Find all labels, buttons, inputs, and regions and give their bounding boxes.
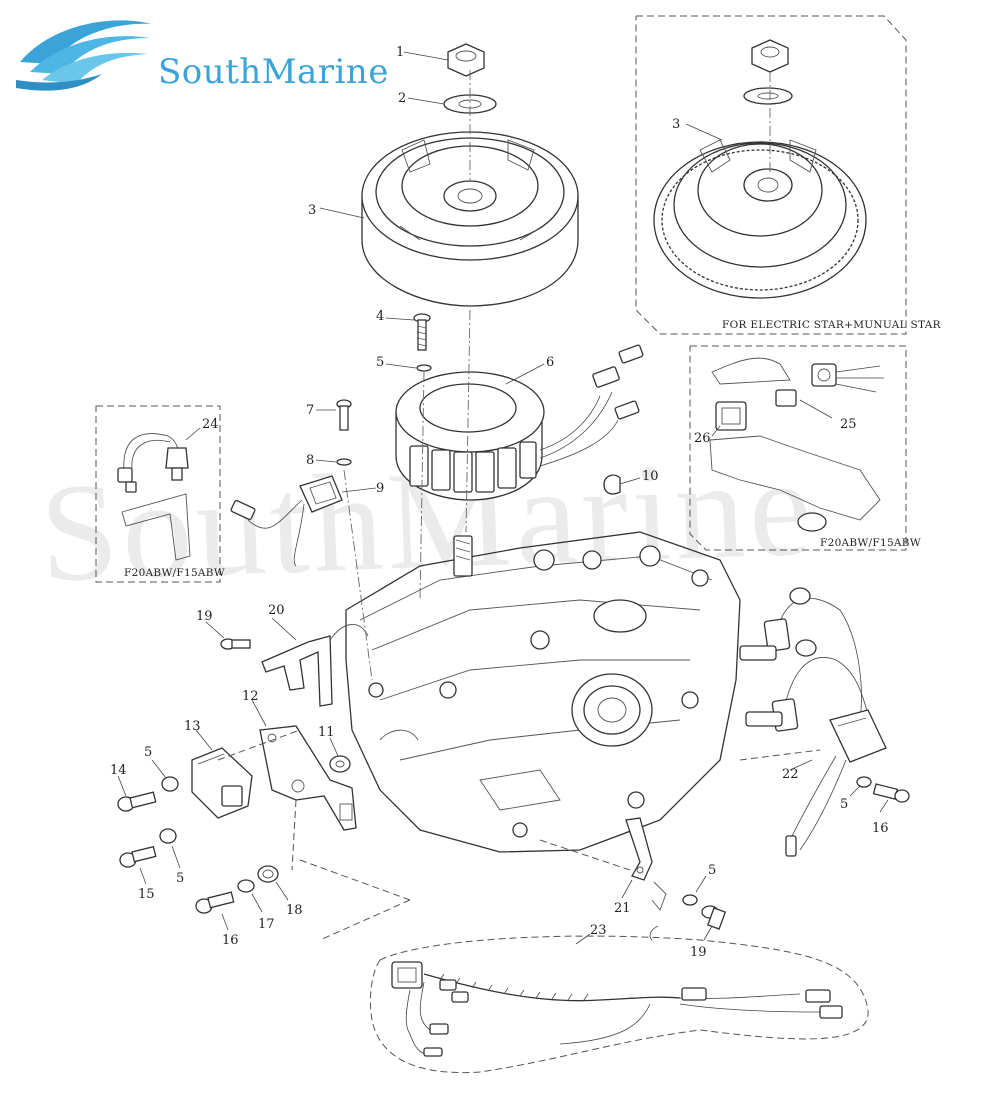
label-5e: 5 xyxy=(708,863,716,878)
washer-5e xyxy=(682,894,698,906)
inset-electric-start: 3 FOR ELECTRIC STAR+MUNUAL STAR xyxy=(635,15,942,335)
spark-plug-cap-2 xyxy=(745,698,799,732)
thermo-switch-24 xyxy=(117,433,189,493)
brand-logo: SouthMarine xyxy=(12,14,432,94)
washer-5d xyxy=(856,776,872,788)
label-6: 6 xyxy=(546,355,554,370)
label-3-inset: 3 xyxy=(672,117,680,132)
inset-flywheel-ring-gear xyxy=(653,139,867,299)
bolt-16-right xyxy=(872,783,910,803)
bracket-20 xyxy=(261,635,333,707)
key-10 xyxy=(603,474,621,495)
key-switch xyxy=(811,363,884,393)
label-15: 15 xyxy=(138,887,155,902)
brand-name: SouthMarine xyxy=(158,52,389,92)
label-11: 11 xyxy=(318,725,335,740)
label-24: 24 xyxy=(202,417,219,432)
caption-model-left: F20ABW/F15ABW xyxy=(124,567,225,579)
inset-switch-harness: 25 26 F20ABW/F15ABW xyxy=(689,345,921,551)
wiring-harness-23 xyxy=(369,935,869,1074)
label-5b: 5 xyxy=(144,745,152,760)
bolt-16-left xyxy=(195,891,235,914)
washer-17 xyxy=(237,879,255,893)
label-21: 21 xyxy=(614,901,631,916)
engine-block xyxy=(329,531,741,853)
washer-5c xyxy=(159,828,177,844)
label-25: 25 xyxy=(840,417,857,432)
label-4: 4 xyxy=(376,309,384,324)
oil-filter-cap xyxy=(571,673,653,747)
label-16b: 16 xyxy=(872,821,889,836)
bolt-14 xyxy=(117,791,157,812)
switch-plug xyxy=(775,389,797,407)
label-19b: 19 xyxy=(690,945,707,960)
label-17: 17 xyxy=(258,917,275,932)
nut-1 xyxy=(447,43,485,77)
bolt-19-top xyxy=(220,638,251,650)
mounting-plate-12 xyxy=(259,725,357,831)
harness-connector xyxy=(391,961,423,989)
bolt-11 xyxy=(329,755,351,773)
stator-6 xyxy=(395,344,644,501)
label-20: 20 xyxy=(268,603,285,618)
label-3: 3 xyxy=(308,203,316,218)
inset-nut xyxy=(751,39,789,73)
label-2: 2 xyxy=(398,91,406,106)
cdi-unit-13 xyxy=(191,747,253,819)
bolt-7 xyxy=(336,399,352,431)
label-12: 12 xyxy=(242,689,259,704)
wave-logo-icon xyxy=(16,20,152,91)
inset-washer xyxy=(743,87,793,105)
inset-thermo-switch: 24 F20ABW/F15ABW xyxy=(95,405,225,583)
label-10: 10 xyxy=(642,469,659,484)
label-8: 8 xyxy=(306,453,314,468)
ignition-coil-22 xyxy=(739,587,887,857)
label-22: 22 xyxy=(782,767,799,782)
bolt-15 xyxy=(119,845,157,868)
label-5c: 5 xyxy=(176,871,184,886)
washer-5a xyxy=(416,364,432,372)
washer-8 xyxy=(336,458,352,466)
grommet-18 xyxy=(257,865,279,883)
caption-model-right: F20ABW/F15ABW xyxy=(820,537,921,549)
bolt-4 xyxy=(413,313,431,351)
label-7: 7 xyxy=(306,403,314,418)
label-14: 14 xyxy=(110,763,127,778)
stator-coils xyxy=(409,441,537,493)
label-16a: 16 xyxy=(222,933,239,948)
label-5d: 5 xyxy=(840,797,848,812)
label-1: 1 xyxy=(396,45,404,60)
label-5a: 5 xyxy=(376,355,384,370)
spark-plug-cap-1 xyxy=(739,618,791,661)
bracket-26 xyxy=(715,401,747,431)
label-19a: 19 xyxy=(196,609,213,624)
label-23: 23 xyxy=(590,923,607,938)
washer-5b xyxy=(161,776,179,792)
label-26: 26 xyxy=(694,431,711,446)
label-9: 9 xyxy=(376,481,384,496)
label-18: 18 xyxy=(286,903,303,918)
crankshaft-stub xyxy=(453,535,473,577)
label-13: 13 xyxy=(184,719,201,734)
pulser-coil-9 xyxy=(230,475,343,567)
flywheel-3 xyxy=(361,70,579,307)
bolt-19-bottom xyxy=(701,905,727,930)
caption-electric-start: FOR ELECTRIC STAR+MUNUAL STAR xyxy=(722,319,942,331)
ground-strap-21 xyxy=(625,817,667,941)
